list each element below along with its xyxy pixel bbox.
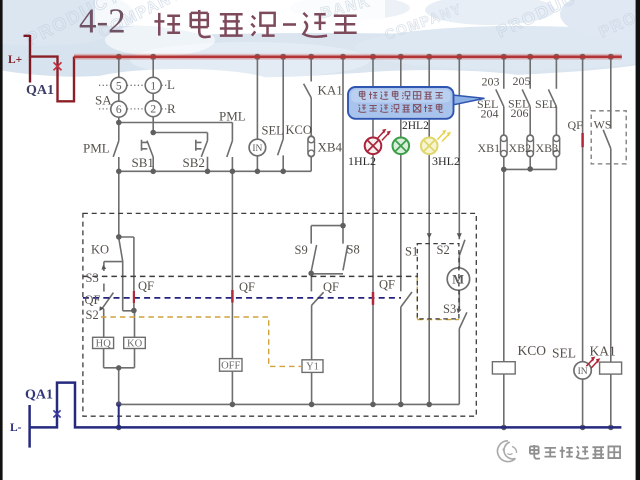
svg-text:QA1: QA1 xyxy=(26,83,54,98)
svg-text:IN: IN xyxy=(578,367,588,377)
svg-text:SEL: SEL xyxy=(535,97,556,111)
svg-text:SEL: SEL xyxy=(262,124,284,138)
svg-text:206: 206 xyxy=(511,106,529,120)
svg-text:2HL2: 2HL2 xyxy=(402,120,429,132)
svg-text:203: 203 xyxy=(482,75,500,89)
svg-text:QF: QF xyxy=(568,118,584,132)
svg-text:1HL2: 1HL2 xyxy=(348,154,376,168)
svg-text:L+: L+ xyxy=(8,54,22,66)
svg-text:Y1: Y1 xyxy=(306,362,319,373)
svg-text:3HL2: 3HL2 xyxy=(432,154,460,168)
svg-text:QA1: QA1 xyxy=(25,388,53,403)
svg-text:S1: S1 xyxy=(405,244,418,258)
svg-text:SEL: SEL xyxy=(477,97,498,111)
svg-text:S3: S3 xyxy=(443,302,456,316)
svg-text:XB2: XB2 xyxy=(509,141,532,155)
svg-text:KA1: KA1 xyxy=(318,83,343,98)
svg-text:S2: S2 xyxy=(86,308,99,322)
svg-text:QF: QF xyxy=(323,280,339,294)
svg-text:S2: S2 xyxy=(437,243,450,257)
svg-text:KCO: KCO xyxy=(286,123,312,137)
svg-text:WS: WS xyxy=(594,118,612,132)
svg-text:205: 205 xyxy=(513,74,531,88)
svg-text:XB1: XB1 xyxy=(478,141,501,155)
svg-text:S9: S9 xyxy=(295,243,308,257)
svg-text:SB1: SB1 xyxy=(132,155,154,170)
svg-text:SA: SA xyxy=(95,93,112,108)
svg-text:KO: KO xyxy=(127,339,143,350)
svg-text:IN: IN xyxy=(252,144,262,154)
svg-text:4-2: 4-2 xyxy=(79,2,126,41)
svg-text:HQ: HQ xyxy=(96,339,112,350)
svg-text:R: R xyxy=(167,101,176,116)
svg-text:1: 1 xyxy=(150,80,156,92)
svg-text:5: 5 xyxy=(116,80,122,92)
svg-text:OFF: OFF xyxy=(221,361,240,372)
svg-text:L-: L- xyxy=(10,422,22,434)
svg-text:S8: S8 xyxy=(347,243,360,257)
svg-text:KO: KO xyxy=(91,242,109,256)
svg-text:KA1: KA1 xyxy=(590,344,616,359)
svg-text:PML: PML xyxy=(83,141,110,156)
svg-text:XB3: XB3 xyxy=(536,141,559,155)
svg-text:S3: S3 xyxy=(86,271,99,285)
svg-text:SB2: SB2 xyxy=(183,155,205,170)
svg-text:SEL: SEL xyxy=(552,346,576,361)
svg-text:M: M xyxy=(452,273,464,287)
svg-text:QF: QF xyxy=(138,279,154,293)
svg-text:PML: PML xyxy=(219,109,246,124)
svg-text:204: 204 xyxy=(481,107,499,121)
svg-text:6: 6 xyxy=(116,104,122,116)
svg-text:SEL: SEL xyxy=(508,97,529,111)
svg-text:QF: QF xyxy=(379,278,395,292)
svg-text:QF: QF xyxy=(85,293,101,307)
svg-text:2: 2 xyxy=(150,104,156,116)
svg-text:KCO: KCO xyxy=(518,343,547,358)
svg-text:L: L xyxy=(167,77,175,92)
svg-text:QF: QF xyxy=(239,280,255,294)
svg-text:XB4: XB4 xyxy=(318,140,343,155)
